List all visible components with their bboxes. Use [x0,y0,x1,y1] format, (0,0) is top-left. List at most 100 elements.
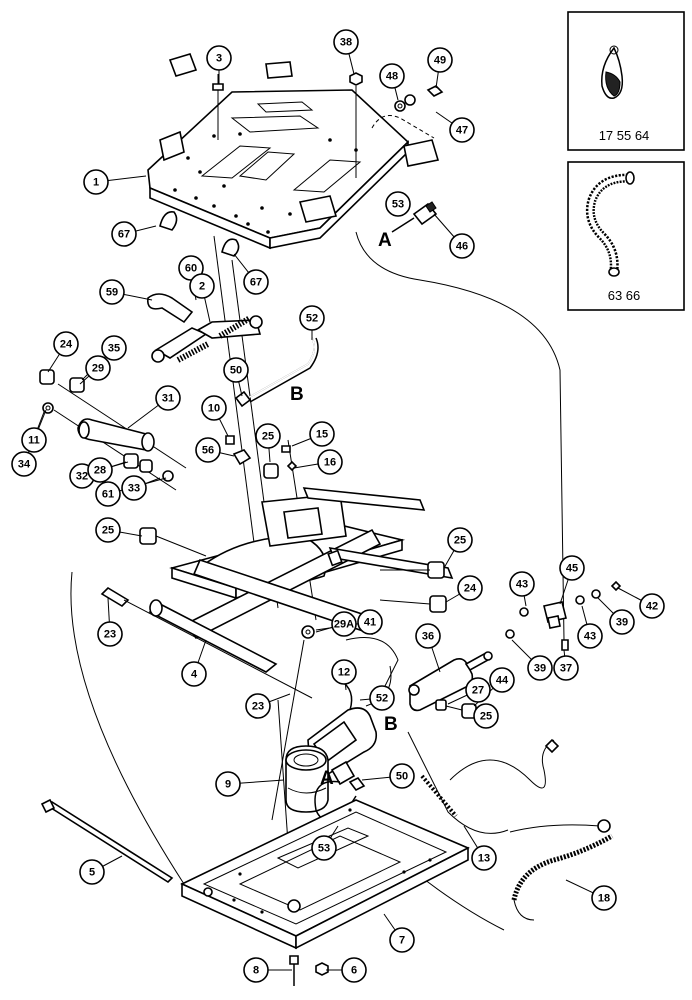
callout-24: 24 [53,331,79,357]
marker-b-lower: B [384,714,398,735]
callout-label: 42 [646,601,658,613]
callout-38: 38 [333,29,359,55]
callout-27: 27 [465,677,491,703]
callout-label: 39 [534,663,546,675]
callout-67: 67 [111,221,137,247]
callout-label: 1 [93,177,99,189]
callout-59: 59 [99,279,125,305]
callout-label: 18 [598,893,610,905]
callout-label: 50 [230,365,242,377]
callout-label: 28 [94,465,106,477]
callout-label: 25 [454,535,466,547]
callout-label: 25 [102,525,114,537]
callout-53: 53 [311,835,337,861]
callout-23: 23 [245,693,271,719]
callout-label: 53 [392,199,404,211]
callout-label: 47 [456,125,468,137]
callout-50: 50 [389,763,415,789]
callout-label: 24 [464,583,477,595]
callout-label: 44 [496,675,509,687]
callout-label: 67 [250,277,262,289]
callout-49: 49 [427,47,453,73]
callout-label: 60 [185,263,197,275]
callout-label: 34 [18,459,31,471]
callout-label: 2 [199,281,205,293]
callout-39: 39 [527,655,553,681]
callout-43: 43 [509,571,535,597]
callout-12: 12 [331,659,357,685]
callout-28: 28 [87,457,113,483]
callout-label: 53 [318,843,330,855]
callout-label: 43 [584,631,596,643]
svg-text:17 55 64: 17 55 64 [599,128,650,143]
hose-inset: 63 66 [567,161,685,311]
callout-50: 50 [223,357,249,383]
callout-56: 56 [195,437,221,463]
callout-31: 31 [155,385,181,411]
callout-label: 27 [472,685,484,697]
base-frame [180,799,470,950]
callout-label: 41 [364,617,376,629]
strap-inset: 17 55 64 [567,11,685,151]
callout-label: 7 [399,935,405,947]
callout-61: 61 [95,481,121,507]
callout-47: 47 [449,117,475,143]
callout-13: 13 [471,845,497,871]
callout-44: 44 [489,667,515,693]
hose-top [234,337,319,408]
shock-absorber [408,651,493,719]
callout-label: 29 [92,363,104,375]
callout-53: 53 [385,191,411,217]
top-hardware [212,72,444,233]
wiring-harness [373,731,614,931]
callout-label: 13 [478,853,490,865]
callout-29: 29 [85,355,111,381]
callout-45: 45 [559,555,585,581]
callout-label: 38 [340,37,352,49]
callout-8: 8 [243,957,269,983]
callout-label: 43 [516,579,528,591]
callout-label: 61 [102,489,114,501]
callout-label: 52 [376,693,388,705]
top-plate [147,53,440,250]
callout-41: 41 [357,609,383,635]
callout-label: 15 [316,429,328,441]
callout-label: 59 [106,287,118,299]
callout-39: 39 [609,609,635,635]
callout-label: 9 [225,779,231,791]
callout-35: 35 [101,335,127,361]
callout-52: 52 [299,305,325,331]
callout-label: 4 [191,669,198,681]
callout-7: 7 [389,927,415,953]
roller-parts [39,369,298,491]
callout-label: 52 [306,313,318,325]
callout-25: 25 [255,423,281,449]
callout-16: 16 [317,449,343,475]
callout-label: 23 [252,701,264,713]
callout-label: 50 [396,771,408,783]
callout-label: 25 [262,431,274,443]
callout-6: 6 [341,957,367,983]
callout-18: 18 [591,885,617,911]
callout-15: 15 [309,421,335,447]
scissor-mechanism [100,487,454,699]
callout-label: 33 [128,483,140,495]
callout-label: 56 [202,445,214,457]
callout-label: 8 [253,965,259,977]
callout-5: 5 [79,859,105,885]
callout-33: 33 [121,475,147,501]
compressor-assembly [285,665,392,829]
callout-label: 46 [456,241,468,253]
callout-label: 35 [108,343,120,355]
marker-a-top: A [378,230,392,251]
callout-label: 67 [118,229,130,241]
lever-assembly [146,293,263,363]
callout-label: 23 [104,629,116,641]
callout-4: 4 [181,661,207,687]
callout-48: 48 [379,63,405,89]
callout-label: 16 [324,457,336,469]
bumper-parts [159,210,240,257]
callout-2: 2 [189,273,215,299]
svg-text:63 66: 63 66 [608,288,641,303]
